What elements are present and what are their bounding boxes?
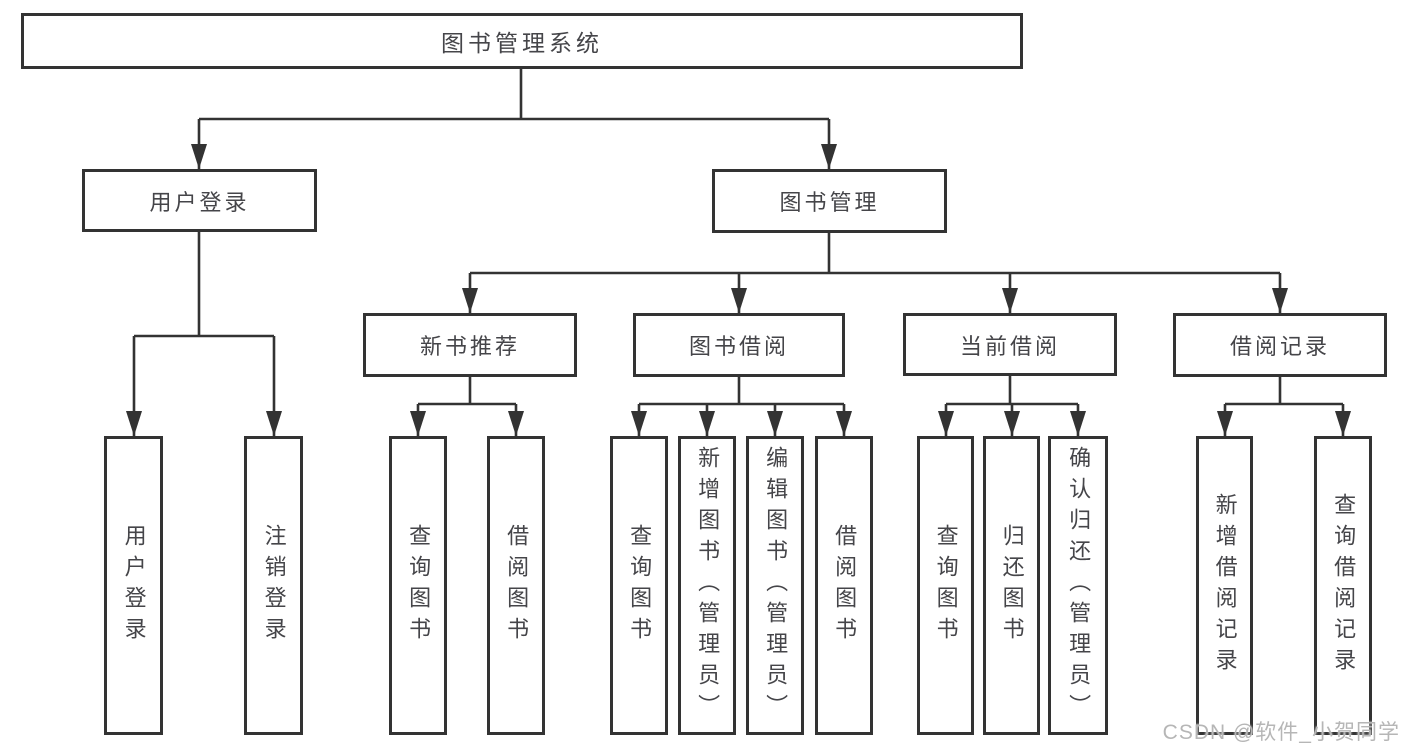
node-query-borrow-record: 查询借阅记录 <box>1314 436 1372 735</box>
arrowhead-icon <box>767 411 783 436</box>
arrowhead-icon <box>1217 411 1233 436</box>
arrowhead-icon <box>1070 411 1086 436</box>
arrowhead-icon <box>126 411 142 436</box>
node-add-borrow-record: 新增借阅记录 <box>1196 436 1253 735</box>
connector-path <box>132 67 1345 436</box>
node-logout: 注销登录 <box>244 436 303 735</box>
arrowhead-icon <box>821 144 837 169</box>
node-new-book-recommendation: 新书推荐 <box>363 313 577 377</box>
node-current-borrowing: 当前借阅 <box>903 313 1117 376</box>
node-book-management: 图书管理 <box>712 169 947 233</box>
arrowhead-icon <box>462 288 478 313</box>
node-return-books: 归还图书 <box>983 436 1040 735</box>
arrowhead-icon <box>1335 411 1351 436</box>
node-query-books-borrowing: 查询图书 <box>610 436 668 735</box>
arrowhead-icon <box>731 288 747 313</box>
arrowhead-icon <box>1004 411 1020 436</box>
arrowhead-icon <box>1002 288 1018 313</box>
arrowhead-icon <box>191 144 207 169</box>
node-user-login: 用户登录 <box>82 169 317 232</box>
arrowhead-icon <box>266 411 282 436</box>
arrowhead-icon <box>631 411 647 436</box>
node-query-books-current: 查询图书 <box>917 436 974 735</box>
node-confirm-return-admin: 确认归还（管理员） <box>1048 436 1108 735</box>
node-library-management-system: 图书管理系统 <box>21 13 1023 69</box>
node-book-borrowing: 图书借阅 <box>633 313 845 377</box>
arrowhead-icon <box>1272 288 1288 313</box>
node-borrow-books-leaf: 借阅图书 <box>815 436 873 735</box>
arrowhead-icon <box>938 411 954 436</box>
node-add-books-admin: 新增图书（管理员） <box>678 436 736 735</box>
arrowhead-icon <box>410 411 426 436</box>
arrowhead-icon <box>836 411 852 436</box>
node-borrow-books-recommend: 借阅图书 <box>487 436 545 735</box>
node-edit-books-admin: 编辑图书（管理员） <box>746 436 804 735</box>
node-user-login-leaf: 用户登录 <box>104 436 163 735</box>
watermark: CSDN @软件_小贺同学 <box>1162 721 1400 744</box>
node-borrowing-records: 借阅记录 <box>1173 313 1387 377</box>
arrowhead-icon <box>699 411 715 436</box>
arrowhead-icon <box>508 411 524 436</box>
node-query-books-recommend: 查询图书 <box>389 436 447 735</box>
